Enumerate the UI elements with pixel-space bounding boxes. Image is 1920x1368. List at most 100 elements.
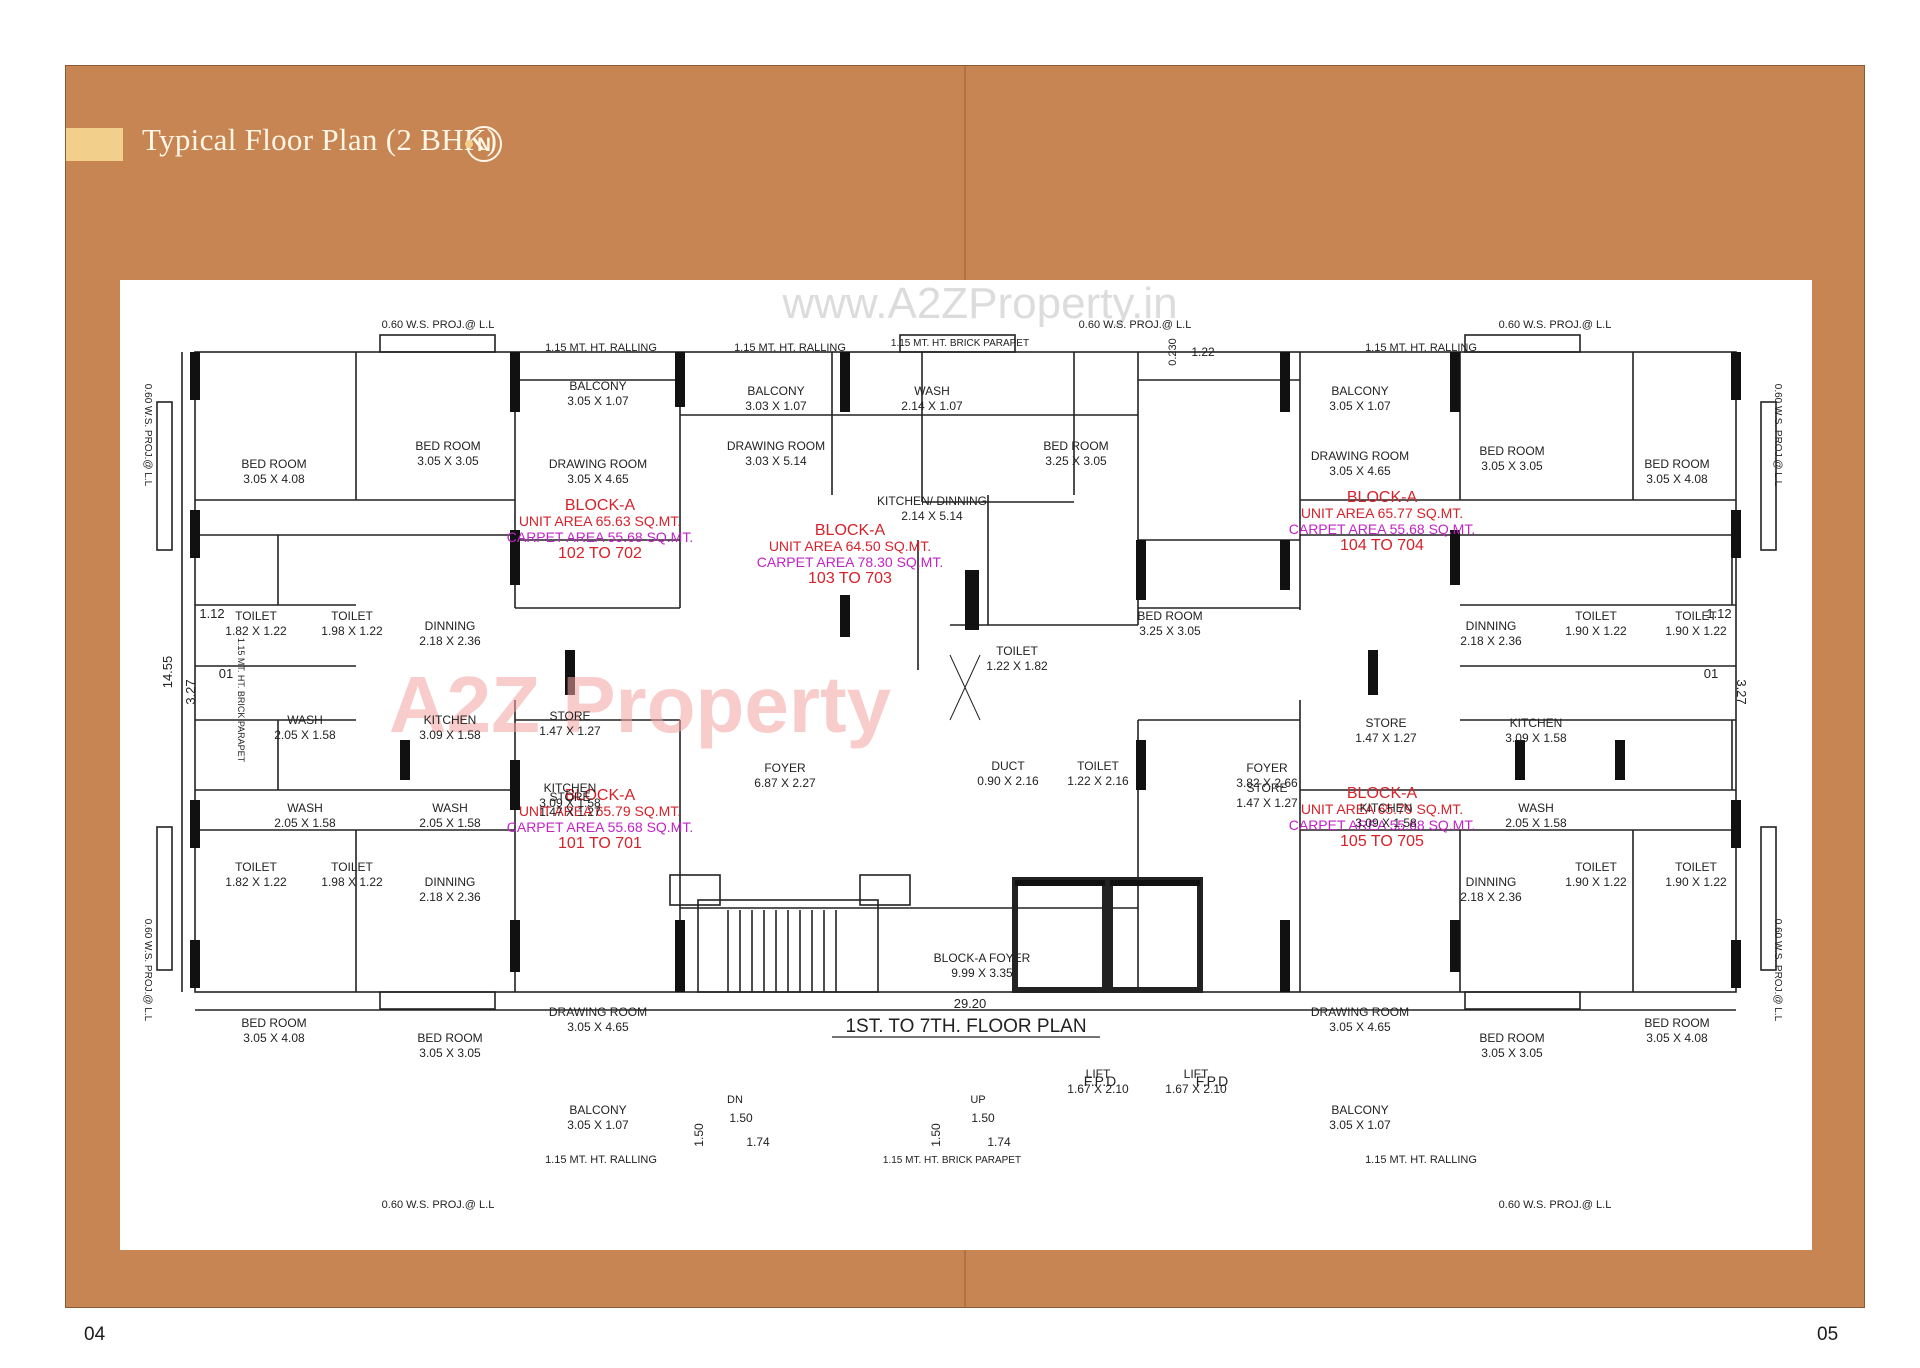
wall-column bbox=[190, 352, 200, 400]
plan-note: 1.15 MT. HT. RALLING bbox=[1365, 1154, 1477, 1166]
unit-block-label: BLOCK-A bbox=[1347, 489, 1418, 506]
room-size: 1.98 X 1.22 bbox=[321, 875, 383, 889]
plan-note: 1.50 bbox=[729, 1111, 753, 1125]
room-name: KITCHEN/ DINNING bbox=[877, 494, 987, 508]
carpet-area-label: CARPET AREA 55.68 SQ.MT. bbox=[1289, 817, 1475, 833]
room-size: 1.90 X 1.22 bbox=[1565, 624, 1627, 638]
plan-note: 1.50 bbox=[971, 1111, 995, 1125]
room-name: TOILET bbox=[235, 609, 277, 623]
brochure-spread: Typical Floor Plan (2 BHK) N www.A2ZProp… bbox=[65, 65, 1865, 1345]
room-name: DINNING bbox=[1466, 619, 1517, 633]
plan-note: 1.12 bbox=[1706, 606, 1731, 621]
room-size: 2.14 X 1.07 bbox=[901, 399, 963, 413]
plan-note: 1.15 MT. HT. RALLING bbox=[1365, 342, 1477, 354]
wall-column bbox=[510, 530, 520, 585]
window-projection bbox=[899, 334, 1016, 353]
stair-landing bbox=[859, 874, 911, 906]
wall-column bbox=[1450, 920, 1460, 972]
room-name: STORE bbox=[1365, 716, 1406, 730]
room-name: KITCHEN bbox=[1510, 716, 1563, 730]
room-size: 2.05 X 1.58 bbox=[274, 728, 336, 742]
room-size: 2.05 X 1.58 bbox=[419, 816, 481, 830]
room-name: BED ROOM bbox=[1644, 1016, 1709, 1030]
unit-flats-label: 103 TO 703 bbox=[808, 570, 892, 587]
wall-column bbox=[1136, 540, 1146, 600]
room-size: 3.05 X 3.05 bbox=[1481, 459, 1543, 473]
room-size: 3.25 X 3.05 bbox=[1139, 624, 1201, 638]
plan-note: 3.27 bbox=[1734, 679, 1749, 704]
room-size: 3.05 X 4.65 bbox=[567, 472, 629, 486]
room-size: 6.87 X 2.27 bbox=[754, 776, 816, 790]
plan-note: 1.15 MT. HT. RALLING bbox=[545, 342, 657, 354]
room-name: BED ROOM bbox=[1043, 439, 1108, 453]
room-name: WASH bbox=[1518, 801, 1554, 815]
room-name: DRAWING ROOM bbox=[549, 457, 647, 471]
plan-note: 0.60 W.S. PROJ.@ L.L bbox=[1499, 319, 1612, 331]
wall-column bbox=[840, 595, 850, 637]
plan-note: 1.15 MT. HT. RALLING bbox=[734, 342, 846, 354]
room-size: 2.05 X 1.58 bbox=[1505, 816, 1567, 830]
wall-column bbox=[565, 650, 575, 695]
page-number-left: 04 bbox=[84, 1324, 106, 1345]
unit-block-label: BLOCK-A bbox=[565, 497, 636, 514]
room-size: 3.05 X 1.07 bbox=[1329, 399, 1391, 413]
window-projection bbox=[1464, 991, 1581, 1010]
wall-column bbox=[840, 352, 850, 412]
wall-column bbox=[510, 760, 520, 810]
room-name: LIFT bbox=[1184, 1067, 1209, 1081]
plan-note: 1.15 MT. HT. BRICK PARAPET bbox=[883, 1155, 1021, 1166]
wall-column bbox=[1280, 352, 1290, 412]
stair-landing bbox=[669, 874, 721, 906]
wall-column bbox=[1450, 352, 1460, 412]
room-size: 2.18 X 2.36 bbox=[419, 890, 481, 904]
plan-note: 0.60 W.S. PROJ.@ L.L bbox=[1079, 319, 1192, 331]
plan-note: 01 bbox=[1704, 666, 1718, 681]
plan-note: 0.60 W.S. PROJ.@ L.L bbox=[1772, 919, 1783, 1022]
plan-note: UP bbox=[970, 1094, 985, 1106]
room-name: DINNING bbox=[425, 875, 476, 889]
plan-note: 1.15 MT. HT. BRICK PARAPET bbox=[236, 638, 246, 763]
unit-block-label: BLOCK-A bbox=[1347, 785, 1418, 802]
wall-column bbox=[1015, 880, 1105, 886]
room-size: 3.05 X 4.08 bbox=[1646, 472, 1708, 486]
room-size: 3.05 X 4.65 bbox=[1329, 1020, 1391, 1034]
wall-column bbox=[1136, 740, 1146, 790]
wall-column bbox=[1731, 800, 1741, 848]
plan-note: 1.15 MT. HT. RALLING bbox=[545, 1154, 657, 1166]
plan-note: 01 bbox=[219, 666, 233, 681]
room-size: 3.05 X 4.65 bbox=[567, 1020, 629, 1034]
plan-note: 1.12 bbox=[199, 606, 224, 621]
duct-cross bbox=[949, 654, 981, 721]
room-name: TOILET bbox=[996, 644, 1038, 658]
plan-note: F.P.D bbox=[1196, 1073, 1228, 1089]
room-name: BED ROOM bbox=[1479, 444, 1544, 458]
wall-column bbox=[510, 920, 520, 972]
room-name: WASH bbox=[914, 384, 950, 398]
plan-note: F.P.D bbox=[1084, 1073, 1116, 1089]
room-name: TOILET bbox=[331, 609, 373, 623]
unit-area-label: UNIT AREA 65.79 SQ.MT. bbox=[1301, 801, 1463, 817]
north-symbol: N bbox=[477, 135, 491, 156]
room-name: WASH bbox=[287, 801, 323, 815]
unit-area-label: UNIT AREA 64.50 SQ.MT. bbox=[769, 538, 931, 554]
wall-column bbox=[675, 352, 685, 407]
right-projection-top bbox=[1760, 401, 1777, 551]
overall-depth-label: 14.55 bbox=[160, 656, 175, 689]
room-name: STORE bbox=[1246, 781, 1287, 795]
wall-column bbox=[400, 740, 410, 780]
wall-column bbox=[1515, 740, 1525, 780]
room-size: 3.05 X 1.07 bbox=[567, 1118, 629, 1132]
page-number-right: 05 bbox=[1817, 1324, 1839, 1345]
room-name: KITCHEN bbox=[1360, 801, 1413, 815]
room-name: BALCONY bbox=[1331, 1103, 1388, 1117]
room-size: 1.90 X 1.22 bbox=[1565, 875, 1627, 889]
room-name: BED ROOM bbox=[1479, 1031, 1544, 1045]
room-size: 2.05 X 1.58 bbox=[274, 816, 336, 830]
room-size: 1.47 X 1.27 bbox=[539, 724, 601, 738]
room-name: WASH bbox=[432, 801, 468, 815]
unit-flats-label: 104 TO 704 bbox=[1340, 537, 1424, 554]
title-accent-bar bbox=[66, 128, 123, 161]
room-name: DINNING bbox=[425, 619, 476, 633]
